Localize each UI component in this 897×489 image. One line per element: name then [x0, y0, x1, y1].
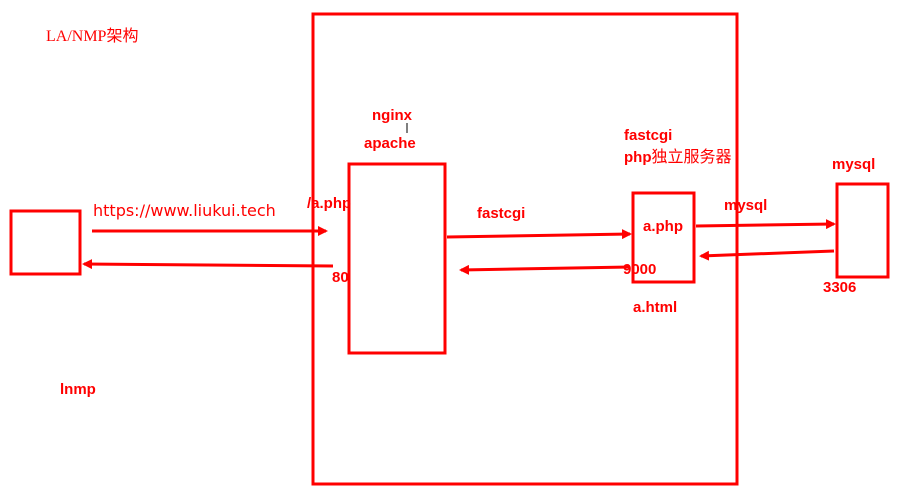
client-box: [9, 209, 82, 276]
php-server-title: php独立服务器: [624, 150, 732, 166]
php-static-file-label: a.html: [633, 299, 678, 316]
web-to-php-link-label: fastcgi: [477, 205, 526, 222]
mysql-box: [835, 182, 890, 279]
mysql-result-arrow: [699, 249, 835, 261]
php-server-suffix: 独立服务器: [651, 149, 732, 166]
diagram-title: LA/NMP架构: [46, 28, 139, 45]
mysql-server-port: 3306: [823, 279, 857, 296]
php-protocol-label: fastcgi: [624, 127, 673, 144]
client-response-arrow: [82, 259, 334, 270]
web-server-port: 80: [332, 269, 349, 286]
mysql-query-arrow: [695, 219, 836, 230]
fastcgi-response-arrow: [459, 264, 631, 275]
web-server-name-nginx: nginx: [372, 107, 412, 124]
php-server-name: php: [624, 149, 652, 166]
fastcgi-request-arrow: [446, 229, 632, 240]
server-frame: [311, 12, 739, 486]
client-caption: lnmp: [60, 381, 96, 398]
web-request-path: /a.php: [307, 195, 352, 212]
web-server-name-apache: apache: [364, 135, 416, 152]
php-to-db-link-label: mysql: [724, 197, 768, 214]
web-server-box: [347, 162, 447, 355]
php-server-box: [631, 191, 696, 284]
mysql-server-name: mysql: [832, 156, 876, 173]
client-request-url: https://www.liukui.tech: [93, 201, 276, 220]
php-server-port: 9000: [623, 261, 657, 278]
php-file-label: a.php: [643, 218, 683, 235]
